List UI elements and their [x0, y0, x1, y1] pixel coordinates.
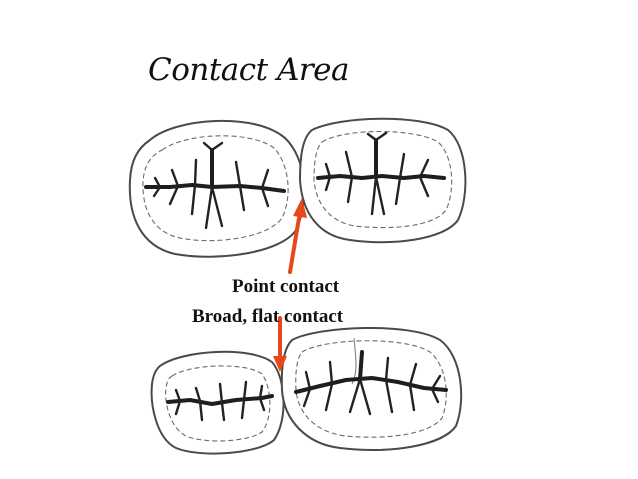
top-right-molar — [298, 117, 467, 244]
bottom-right-molar — [280, 326, 463, 451]
broad-contact-label: Broad, flat contact — [192, 306, 344, 327]
point-contact-label: Point contact — [232, 276, 340, 297]
point-contact-arrow — [288, 198, 307, 274]
broad-contact-arrow — [273, 316, 287, 372]
bottom-left-premolar — [150, 350, 285, 455]
slide-title: Contact Area — [148, 52, 350, 88]
top-left-molar — [128, 119, 306, 258]
